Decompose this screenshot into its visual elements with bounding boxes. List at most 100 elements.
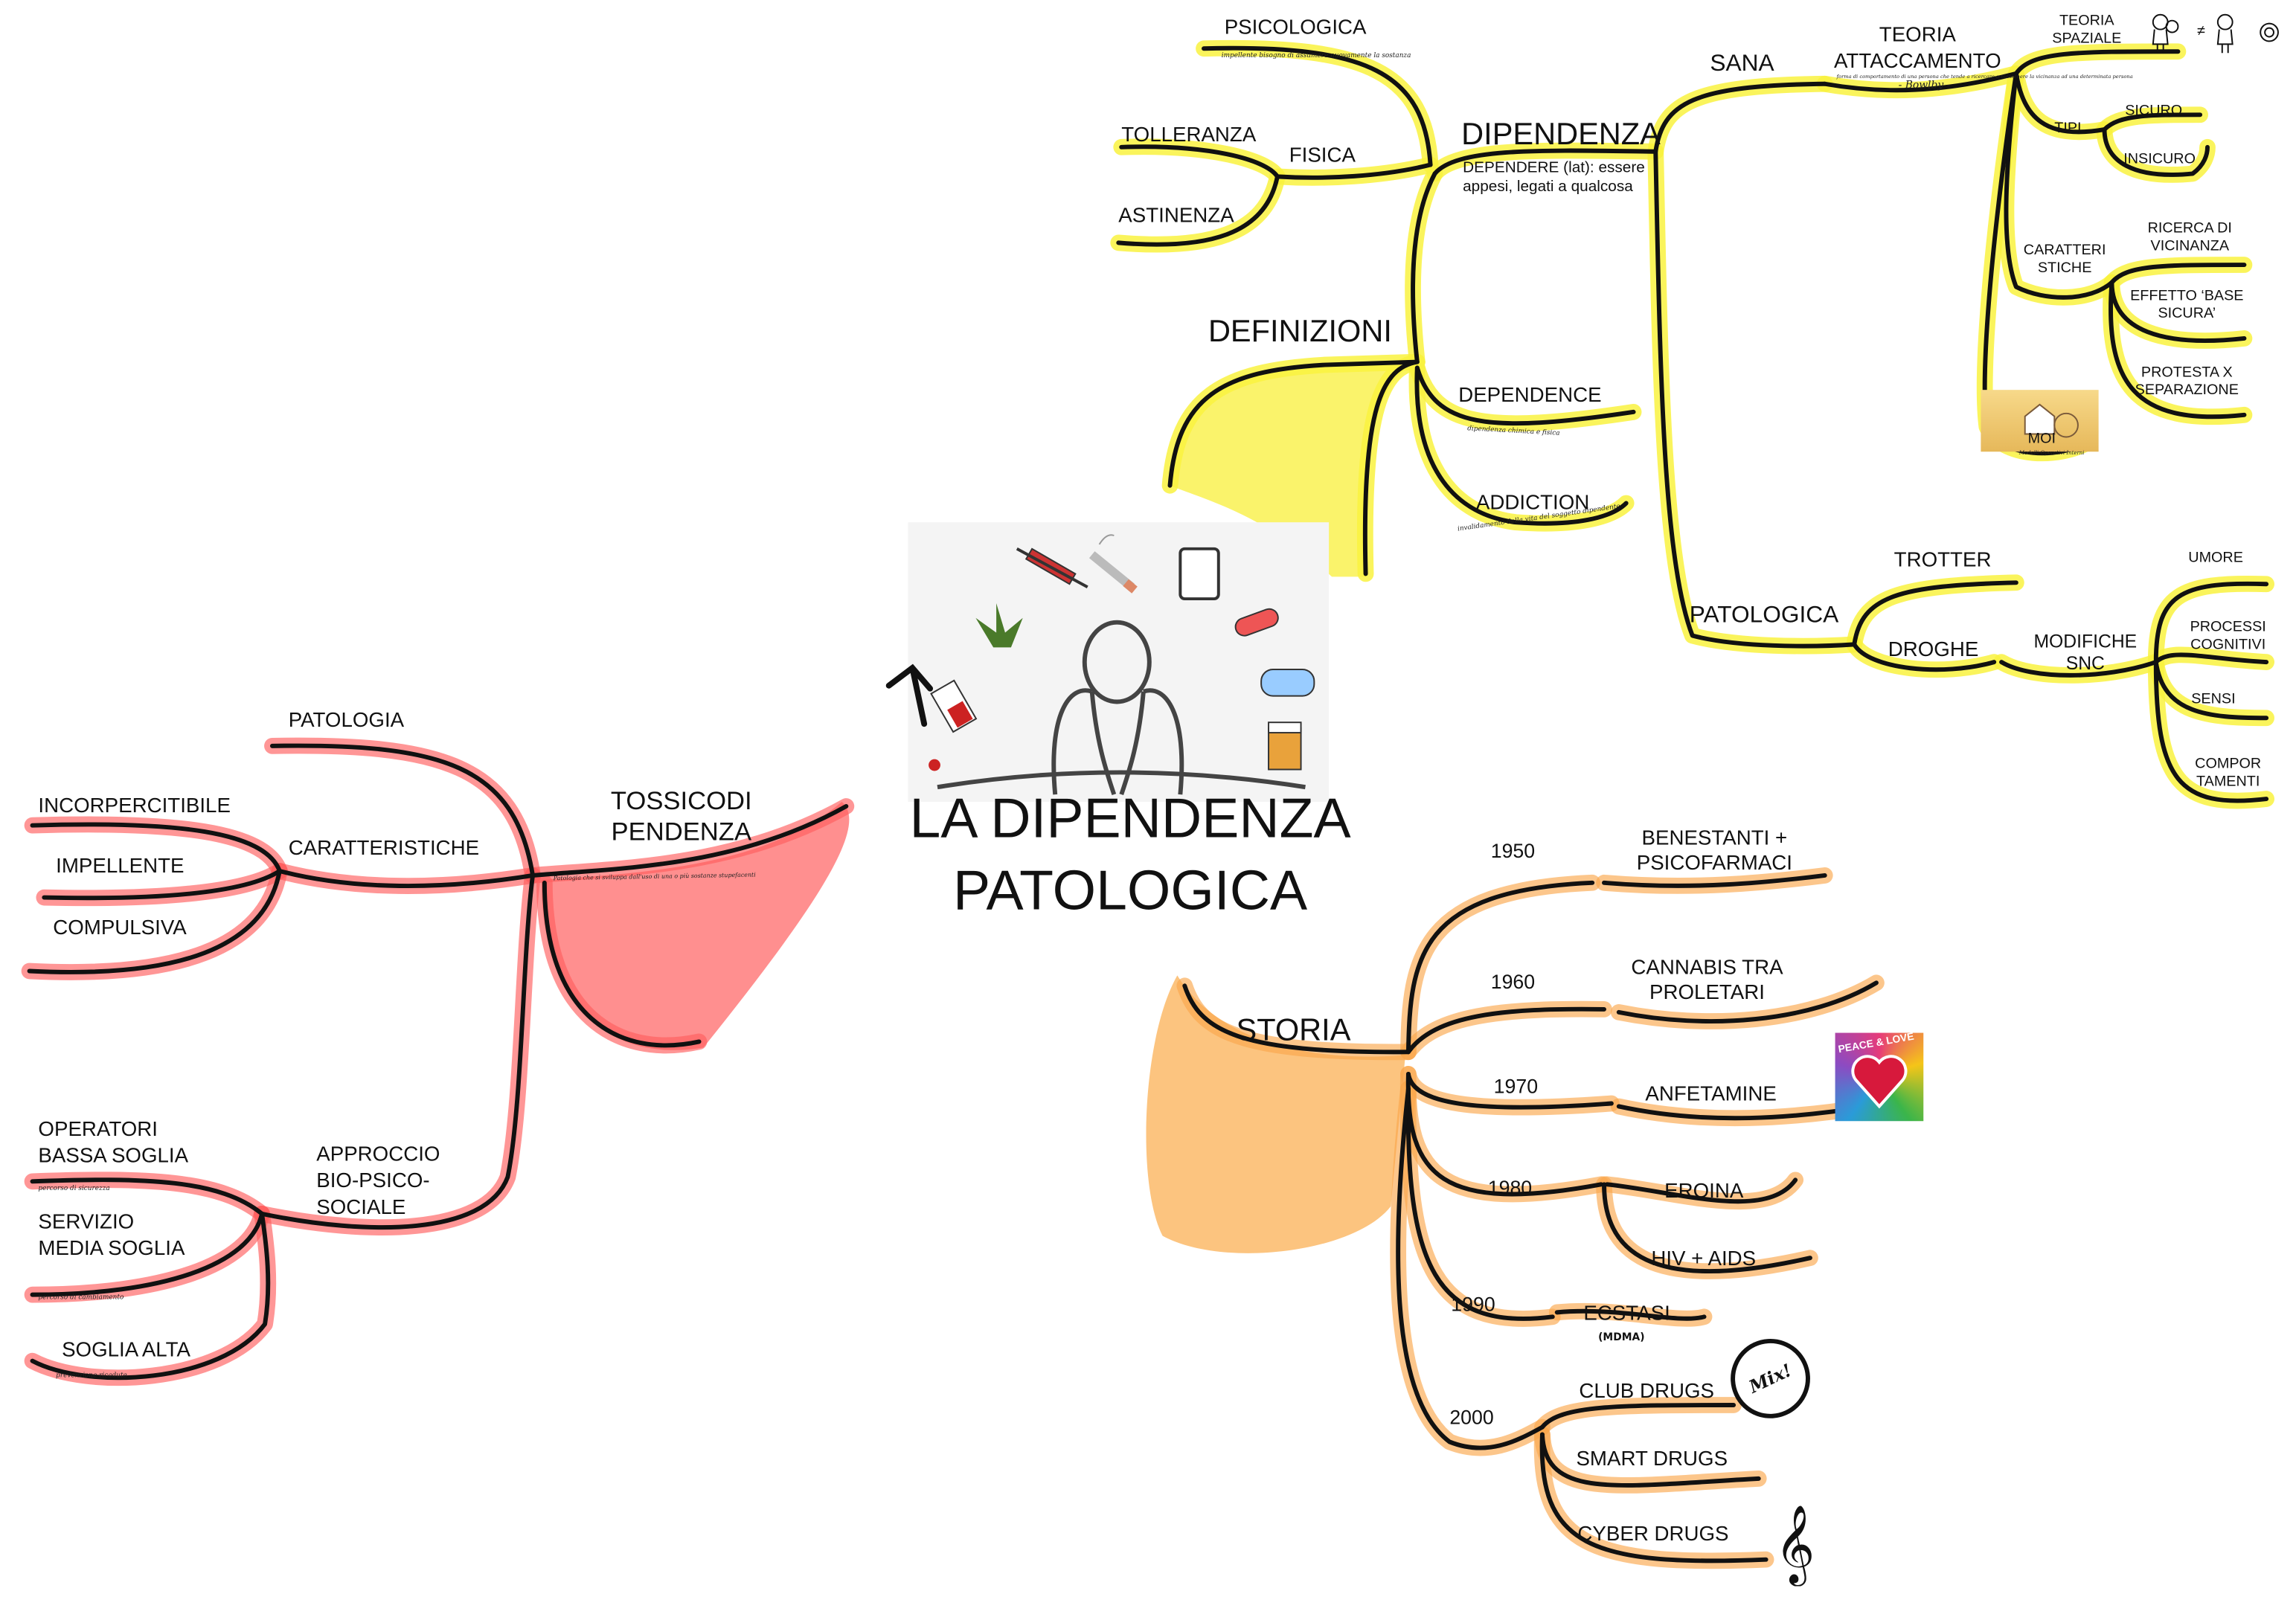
node-smart-drugs[interactable]: SMART DRUGS: [1576, 1446, 1728, 1471]
yellow-branch-line[interactable]: [2102, 127, 2210, 177]
yellow-branch-line[interactable]: [2153, 660, 2269, 721]
node-storia[interactable]: STORIA: [1236, 1013, 1351, 1048]
node-caratteristiche[interactable]: CARATTERISTICHE: [288, 835, 480, 860]
yellow-branch-line[interactable]: [1119, 144, 1280, 179]
node-sicuro[interactable]: SICURO: [2125, 103, 2183, 120]
red-branch-line[interactable]: [42, 869, 282, 901]
node-tossicodipendenza[interactable]: TOSSICODI PENDENZA: [586, 785, 777, 847]
year-1960[interactable]: 1960: [1490, 971, 1536, 994]
orange-branch-line[interactable]: [1539, 1432, 1761, 1488]
yellow-branch-line[interactable]: [1411, 171, 1437, 364]
orange-branch-line[interactable]: [1554, 1308, 1707, 1321]
yellow-branch-line[interactable]: [2102, 112, 2203, 132]
yellow-branch-line[interactable]: [2013, 71, 2107, 135]
node-insicuro[interactable]: INSICURO: [2123, 151, 2196, 168]
orange-branch-line[interactable]: [1602, 872, 1827, 888]
node-cyber-drugs[interactable]: CYBER DRUGS: [1577, 1521, 1729, 1545]
orange-branch-line[interactable]: [1405, 880, 1595, 1055]
yellow-branch-line[interactable]: [2109, 280, 2247, 343]
yellow-branch-line[interactable]: [2153, 652, 2269, 665]
node-compulsiva[interactable]: COMPULSIVA: [53, 915, 187, 939]
orange-branch-line[interactable]: [1539, 1403, 1737, 1430]
red-branch-line[interactable]: [260, 872, 536, 1230]
node-cannabis-proletari[interactable]: CANNABIS TRA PROLETARI: [1612, 955, 1803, 1004]
node-tipi[interactable]: TIPI: [2054, 120, 2082, 137]
orange-branch-line[interactable]: [1405, 1071, 1614, 1110]
node-moi[interactable]: MOI: [2027, 431, 2056, 448]
red-branch-line[interactable]: [277, 869, 536, 889]
red-branch-line[interactable]: [269, 743, 536, 878]
yellow-branch-line[interactable]: [1852, 642, 1997, 672]
node-droghe[interactable]: DROGHE: [1888, 637, 1979, 661]
node-club-drugs[interactable]: CLUB DRUGS: [1579, 1378, 1714, 1403]
node-teoria-spaziale[interactable]: TEORIA SPAZIALE: [2045, 13, 2128, 48]
red-branch-line[interactable]: [542, 880, 702, 1048]
node-incorpercitibile[interactable]: INCORPERCITIBILE: [38, 793, 231, 817]
node-soglia-alta[interactable]: SOGLIA ALTA: [62, 1337, 190, 1361]
yellow-branch-line[interactable]: [1362, 359, 1420, 576]
orange-branch-line[interactable]: [1405, 1006, 1606, 1055]
node-impellente[interactable]: IMPELLENTE: [56, 853, 185, 877]
node-psicologica[interactable]: PSICOLOGICA: [1224, 14, 1367, 39]
node-astinenza[interactable]: ASTINENZA: [1118, 202, 1234, 227]
yellow-branch-line[interactable]: [2004, 71, 2114, 300]
node-trotter[interactable]: TROTTER: [1893, 547, 1992, 571]
yellow-branch-line[interactable]: [2153, 581, 2269, 665]
yellow-branch-line[interactable]: [1653, 149, 1857, 649]
node-anfetamine[interactable]: ANFETAMINE: [1645, 1081, 1777, 1105]
yellow-branch-line[interactable]: [1653, 81, 1827, 154]
orange-branch-line[interactable]: [1616, 980, 1879, 1023]
year-1990[interactable]: 1990: [1451, 1293, 1495, 1316]
node-teoria-attaccamento[interactable]: TEORIA ATTACCAMENTO: [1831, 22, 2004, 74]
node-ecstasi[interactable]: ECSTASI: [1583, 1300, 1670, 1325]
node-effetto-base-sicura[interactable]: EFFETTO ‘BASE SICURA’: [2125, 289, 2248, 324]
red-branch-line[interactable]: [30, 1211, 265, 1297]
node-dependence[interactable]: DEPENDENCE: [1458, 382, 1602, 406]
red-branch-line[interactable]: [30, 1211, 271, 1381]
node-addiction[interactable]: ADDICTION: [1475, 489, 1590, 514]
node-patologica[interactable]: PATOLOGICA: [1689, 602, 1839, 629]
node-benestanti-psicofarmaci[interactable]: BENESTANTI + PSICOFARMACI: [1619, 826, 1810, 875]
node-sana[interactable]: SANA: [1710, 51, 1774, 77]
yellow-branch-line[interactable]: [1414, 365, 1629, 526]
year-2000[interactable]: 2000: [1449, 1406, 1494, 1429]
node-servizio-media-soglia[interactable]: SERVIZIO MEDIA SOGLIA: [38, 1208, 185, 1262]
node-approccio-bio-psico-sociale[interactable]: APPROCCIO BIO-PSICO- SOCIALE: [316, 1140, 440, 1221]
yellow-branch-line[interactable]: [1202, 45, 1433, 167]
orange-branch-line[interactable]: [1602, 1182, 1812, 1274]
node-patologia[interactable]: PATOLOGIA: [288, 707, 405, 732]
node-eroina[interactable]: EROINA: [1664, 1178, 1744, 1203]
orange-branch-line[interactable]: [1539, 1432, 1769, 1563]
orange-branch-line[interactable]: [1405, 1086, 1555, 1321]
node-ricerca-vicinanza[interactable]: RICERCA DI VICINANZA: [2128, 221, 2251, 256]
red-branch-line[interactable]: [30, 1177, 265, 1216]
yellow-branch-line[interactable]: [2109, 263, 2247, 285]
yellow-branch-line[interactable]: [1116, 174, 1280, 247]
yellow-branch-line[interactable]: [1432, 148, 1658, 176]
node-sensi[interactable]: SENSI: [2191, 691, 2236, 708]
orange-branch-line[interactable]: [1605, 1177, 1798, 1204]
node-processi-cognitivi[interactable]: PROCESSI COGNITIVI: [2178, 620, 2278, 655]
node-caratteristiche-attaccamento[interactable]: CARATTERI STICHE: [2016, 242, 2114, 277]
red-branch-line[interactable]: [30, 822, 282, 873]
year-1950[interactable]: 1950: [1490, 840, 1536, 863]
yellow-branch-line[interactable]: [1274, 162, 1433, 180]
node-definizioni[interactable]: DEFINIZIONI: [1208, 315, 1392, 349]
node-tolleranza[interactable]: TOLLERANZA: [1121, 122, 1257, 146]
yellow-branch-line[interactable]: [2153, 660, 2269, 803]
node-hiv-aids[interactable]: HIV + AIDS: [1651, 1246, 1757, 1270]
node-modifiche-snc[interactable]: MODIFICHE SNC: [2019, 631, 2152, 675]
year-1970[interactable]: 1970: [1493, 1075, 1539, 1098]
node-comportamenti[interactable]: COMPOR TAMENTI: [2178, 756, 2278, 791]
red-branch-line[interactable]: [27, 869, 282, 974]
node-dipendenza[interactable]: DIPENDENZA: [1461, 118, 1661, 152]
yellow-branch-line[interactable]: [1999, 660, 2158, 678]
orange-branch-line[interactable]: [1396, 1086, 1545, 1450]
yellow-branch-line[interactable]: [1852, 580, 2018, 647]
orange-branch-line[interactable]: [1182, 983, 1411, 1055]
yellow-branch-line[interactable]: [1414, 365, 1636, 426]
year-1980[interactable]: 1980: [1487, 1177, 1533, 1200]
yellow-branch-line[interactable]: [2013, 49, 2181, 76]
node-protesta-separazione[interactable]: PROTESTA X SEPARAZIONE: [2125, 365, 2248, 400]
yellow-branch-line[interactable]: [2109, 280, 2247, 420]
